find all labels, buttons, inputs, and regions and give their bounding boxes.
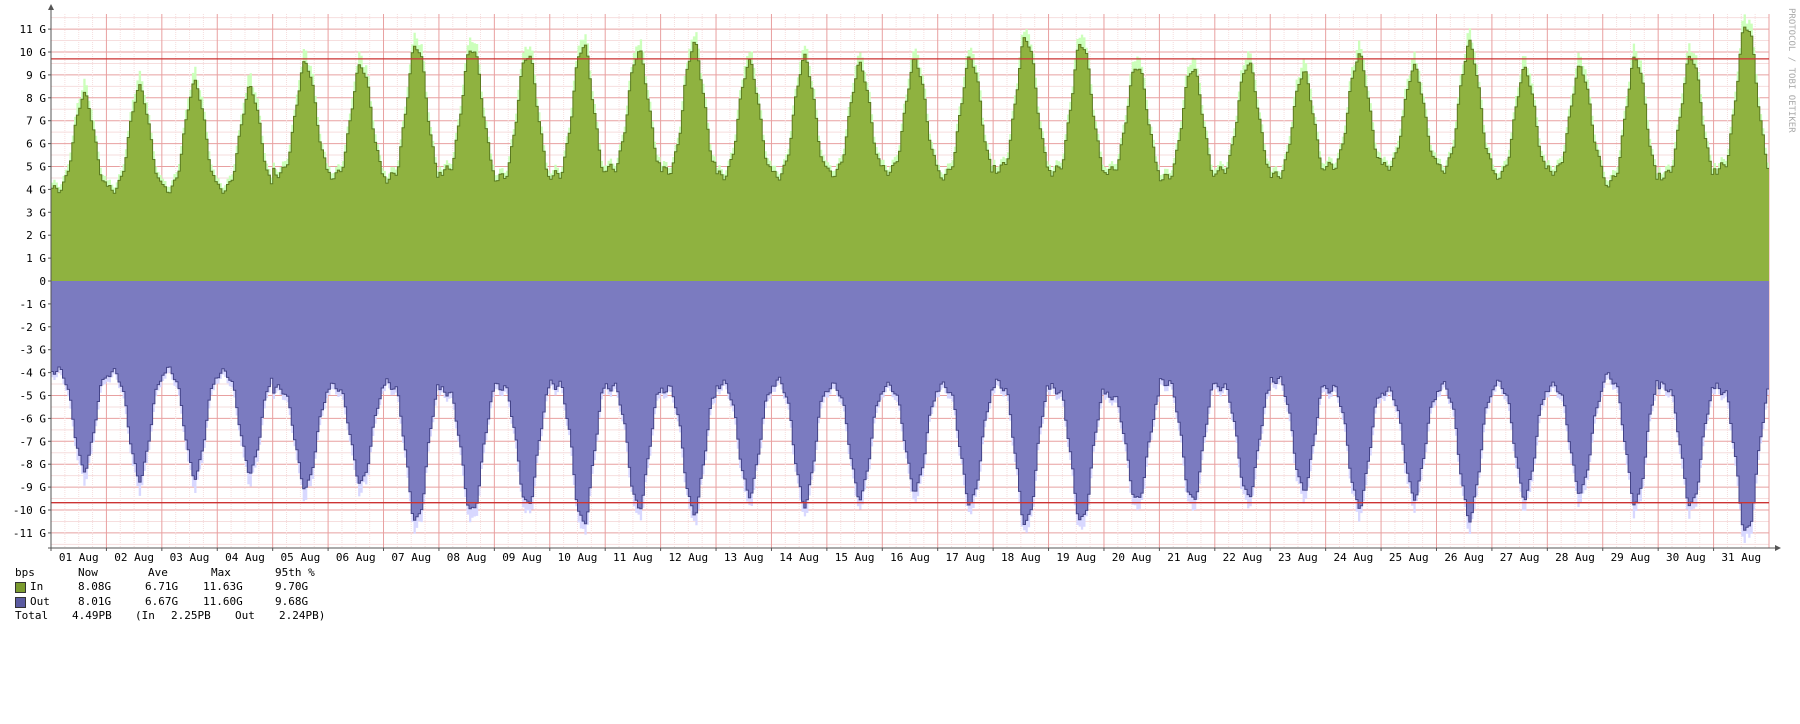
x-axis-arrow xyxy=(1775,545,1781,551)
total-value: 4.49PB xyxy=(72,609,112,623)
y-axis-arrow xyxy=(48,4,54,10)
x-tick-label: 12 Aug xyxy=(668,551,708,564)
in-now: 8.08G xyxy=(78,580,112,594)
x-tick-label: 23 Aug xyxy=(1278,551,1318,564)
watermark-text: PROTOCOL / TOBI OETIKER xyxy=(1786,8,1796,133)
x-tick-label: 17 Aug xyxy=(946,551,986,564)
y-axis-ticks: 11 G 10 G 9 G 8 G 7 G 6 G 5 G 4 G 3 G 2 G 1 G 0 -1 G… xyxy=(13,23,51,540)
y-tick-label: -6 G xyxy=(20,412,47,425)
out-ave: 6.67G xyxy=(145,594,179,608)
x-tick-label: 18 Aug xyxy=(1001,551,1041,564)
legend-col-ave: Ave xyxy=(148,566,168,579)
legend-row-out: Out 8.01G 6.67G 11.60G 9.68G xyxy=(15,595,308,609)
y-tick-label: -8 G xyxy=(20,458,47,471)
x-tick-label: 16 Aug xyxy=(890,551,930,564)
total-in-label: (In xyxy=(135,609,155,623)
x-tick-label: 04 Aug xyxy=(225,551,265,564)
total-out-value: 2.24PB) xyxy=(279,609,326,623)
x-tick-label: 03 Aug xyxy=(170,551,210,564)
legend-header: bps Now Ave Max 95th % xyxy=(15,566,315,580)
in-p95: 9.70G xyxy=(275,580,309,594)
axes xyxy=(48,4,1781,551)
out-line xyxy=(51,366,1769,531)
legend: bps Now Ave Max 95th % In 8.08G 6.71G 11… xyxy=(15,566,325,624)
y-tick-label: -10 G xyxy=(13,504,46,517)
y-tick-label: 6 G xyxy=(26,138,46,151)
y-tick-label: -1 G xyxy=(20,298,47,311)
out-swatch xyxy=(15,596,26,608)
y-tick-label: -2 G xyxy=(20,321,47,334)
x-tick-label: 19 Aug xyxy=(1056,551,1096,564)
out-label: Out xyxy=(30,594,50,608)
legend-col-max: Max xyxy=(211,566,231,579)
y-tick-label: 11 G xyxy=(20,23,47,36)
x-tick-label: 15 Aug xyxy=(835,551,875,564)
legend-col-p95: 95th % xyxy=(275,566,315,579)
y-tick-label: 3 G xyxy=(26,206,46,219)
traffic-chart: 11 G 10 G 9 G 8 G 7 G 6 G 5 G 4 G 3 G 2 G 1 G 0 -1 G… xyxy=(13,4,1796,564)
y-tick-label: 2 G xyxy=(26,229,46,242)
y-tick-label: 4 G xyxy=(26,183,46,196)
out-now: 8.01G xyxy=(78,594,112,608)
total-in-value: 2.25PB xyxy=(171,609,211,623)
x-tick-label: 05 Aug xyxy=(281,551,321,564)
x-tick-label: 09 Aug xyxy=(502,551,542,564)
out-max: 11.60G xyxy=(203,594,243,608)
x-tick-label: 31 Aug xyxy=(1721,551,1761,564)
x-tick-label: 10 Aug xyxy=(558,551,598,564)
x-tick-label: 13 Aug xyxy=(724,551,764,564)
total-out-label: Out xyxy=(235,609,255,623)
x-tick-label: 24 Aug xyxy=(1333,551,1373,564)
y-tick-label: -5 G xyxy=(20,390,47,403)
x-tick-label: 06 Aug xyxy=(336,551,376,564)
y-tick-label: 9 G xyxy=(26,69,46,82)
x-axis-ticks: 01 Aug 02 Aug 03 Aug 04 Aug 05 Aug 06 Aug 07 A… xyxy=(50,548,1761,564)
in-line xyxy=(51,26,1769,194)
total-label: Total xyxy=(15,609,49,623)
x-tick-label: 30 Aug xyxy=(1666,551,1706,564)
in-max: 11.63G xyxy=(203,580,243,594)
x-tick-label: 02 Aug xyxy=(114,551,154,564)
y-tick-label: 0 xyxy=(39,275,46,288)
legend-row-total: Total 4.49PB (In 2.25PB Out 2.24PB) xyxy=(15,609,325,623)
in-label: In xyxy=(30,580,44,594)
p95-lines xyxy=(51,58,1769,504)
y-tick-label: 5 G xyxy=(26,161,46,174)
x-tick-label: 01 Aug xyxy=(59,551,99,564)
legend-row-in: In 8.08G 6.71G 11.63G 9.70G xyxy=(15,580,308,594)
legend-unit: bps xyxy=(15,566,35,579)
x-tick-label: 26 Aug xyxy=(1444,551,1484,564)
y-tick-label: -11 G xyxy=(13,527,46,540)
legend-col-now: Now xyxy=(78,566,98,579)
x-tick-label: 07 Aug xyxy=(391,551,431,564)
y-tick-label: 10 G xyxy=(20,46,47,59)
x-tick-label: 22 Aug xyxy=(1223,551,1263,564)
x-tick-label: 27 Aug xyxy=(1500,551,1540,564)
x-tick-label: 29 Aug xyxy=(1611,551,1651,564)
x-tick-label: 21 Aug xyxy=(1167,551,1207,564)
x-tick-label: 08 Aug xyxy=(447,551,487,564)
x-tick-label: 25 Aug xyxy=(1389,551,1429,564)
x-tick-label: 28 Aug xyxy=(1555,551,1595,564)
y-tick-label: 1 G xyxy=(26,252,46,265)
out-p95: 9.68G xyxy=(275,594,309,608)
series-areas xyxy=(51,14,1769,543)
y-tick-label: -3 G xyxy=(20,344,47,357)
y-tick-label: 7 G xyxy=(26,115,46,128)
y-tick-label: -4 G xyxy=(20,367,47,380)
in-ave: 6.71G xyxy=(145,580,179,594)
in-swatch xyxy=(15,582,26,594)
x-tick-label: 14 Aug xyxy=(779,551,819,564)
x-tick-label: 11 Aug xyxy=(613,551,653,564)
x-tick-label: 20 Aug xyxy=(1112,551,1152,564)
y-tick-label: -9 G xyxy=(20,481,47,494)
y-tick-label: -7 G xyxy=(20,435,47,448)
y-tick-label: 8 G xyxy=(26,92,46,105)
